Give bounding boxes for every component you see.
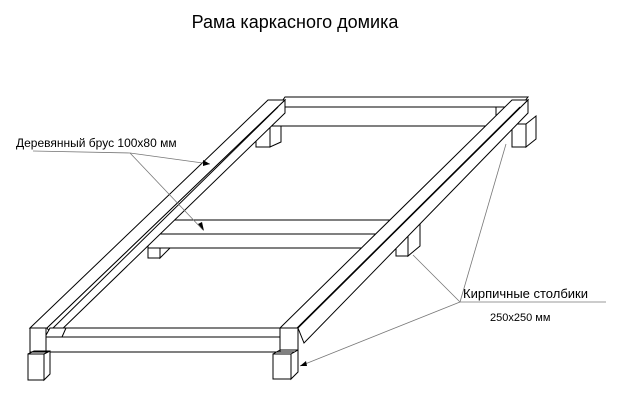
arrowhead-icon [203, 160, 210, 166]
front-left-corner [29, 327, 47, 353]
brick-post-mid-left [147, 247, 172, 260]
brick-post-front-left [27, 350, 51, 382]
front-right-corner [279, 327, 299, 353]
post-leader-lines [299, 143, 606, 367]
left-rail [28, 98, 287, 338]
posts-label: Кирпичные столбики [463, 286, 588, 301]
front-beam [44, 327, 281, 353]
arrowhead-icon [198, 222, 204, 231]
diagram-title: Рама каркасного домика [191, 12, 399, 32]
beam-leader-lines [32, 150, 211, 231]
brick-post-back-right [511, 114, 537, 149]
posts-size-label: 250x250 мм [490, 312, 551, 324]
arrowhead-icon [300, 361, 307, 366]
middle-beam [147, 219, 400, 249]
beam-label: Деревянный брус 100x80 мм [16, 136, 177, 150]
right-rail [278, 98, 530, 344]
brick-post-front-right [272, 349, 299, 381]
